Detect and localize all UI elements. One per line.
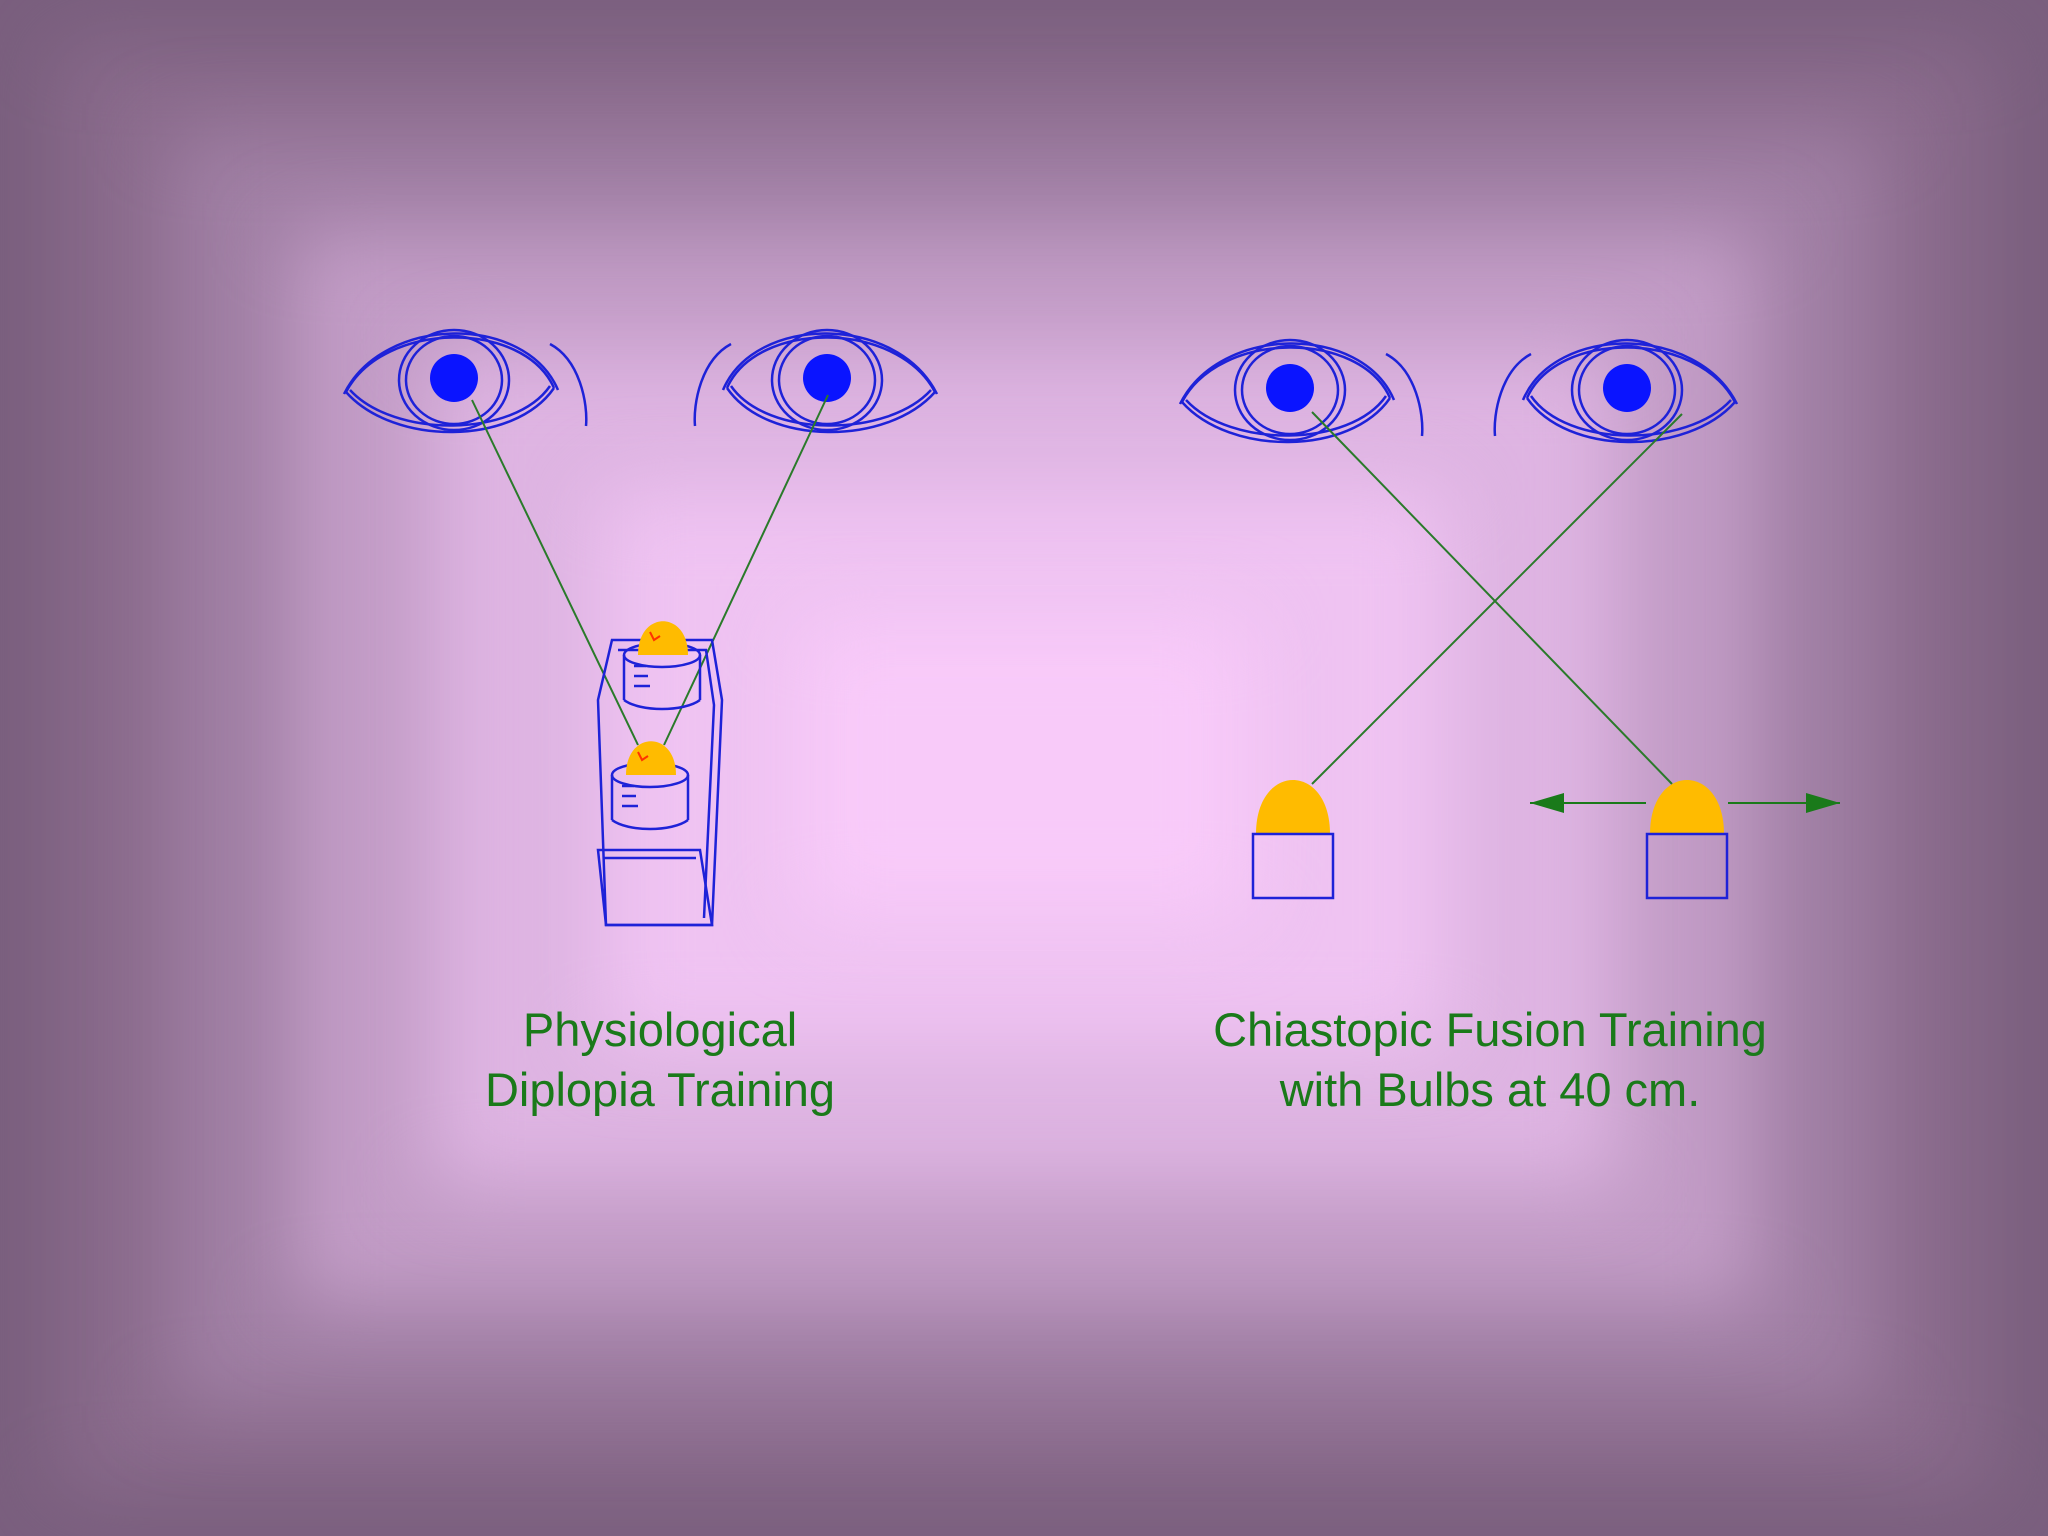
movement-arrows (1530, 793, 1840, 813)
background-band-6 (800, 620, 1248, 916)
right-sight-line-right-eye (1311, 413, 1683, 785)
bulb-stand (596, 638, 724, 927)
right-sight-line-left-eye (1311, 411, 1673, 785)
left-bulb-unit (1251, 780, 1335, 900)
left-left-eye (342, 328, 588, 434)
right-bulb-unit (1645, 780, 1729, 900)
right-arrow-icon (1806, 793, 1840, 813)
right-caption: Chiastopic Fusion Training with Bulbs at… (1130, 1000, 1850, 1120)
left-arrow-icon (1530, 793, 1564, 813)
far-bulb (638, 621, 688, 655)
left-caption-line2: Diplopia Training (484, 1063, 836, 1116)
left-sight-line-left-eye (471, 399, 639, 746)
left-right-eye (693, 328, 939, 434)
left-caption-line1: Physiological (522, 1003, 798, 1056)
left-sight-line-right-eye (663, 394, 829, 746)
left-caption: Physiological Diplopia Training (360, 1000, 960, 1120)
right-caption-line2: with Bulbs at 40 cm. (1279, 1063, 1701, 1116)
right-right-eye (1493, 338, 1739, 444)
right-caption-line1: Chiastopic Fusion Training (1213, 1003, 1767, 1056)
right-left-eye (1178, 338, 1424, 444)
near-bulb (626, 741, 676, 775)
